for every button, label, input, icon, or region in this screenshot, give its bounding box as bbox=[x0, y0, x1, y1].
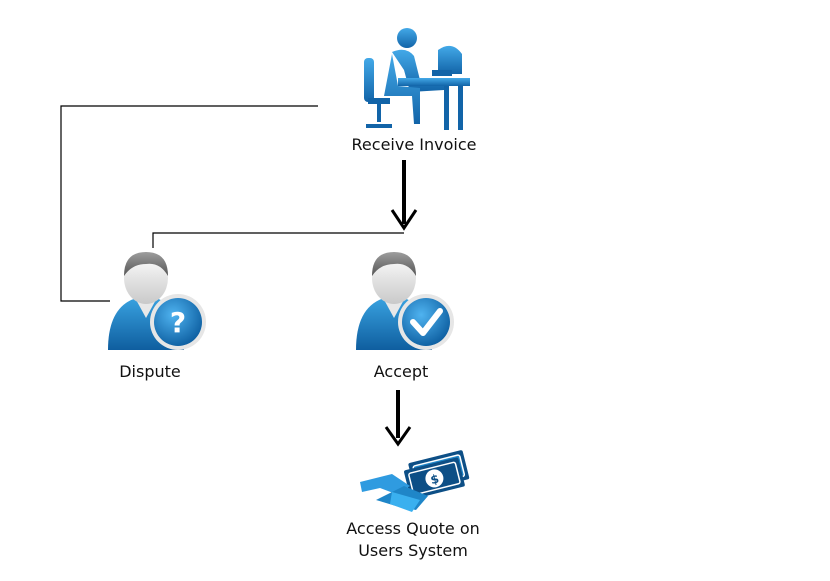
arrow-accept-to-access bbox=[384, 390, 412, 447]
person-at-computer-icon bbox=[364, 28, 470, 130]
receive-invoice-label: Receive Invoice bbox=[352, 135, 477, 154]
dispute-label: Dispute bbox=[119, 362, 181, 381]
connector-dispute-to-receive bbox=[60, 105, 318, 302]
handshake-money-icon: $ bbox=[360, 450, 470, 512]
access-quote-label-line2: Users System bbox=[358, 541, 468, 560]
connector-dispute-to-accept bbox=[152, 232, 404, 248]
user-question-icon: ? bbox=[108, 252, 206, 350]
svg-text:$: $ bbox=[429, 472, 440, 488]
access-quote-label-line1: Access Quote on bbox=[346, 519, 480, 538]
accept-label: Accept bbox=[374, 362, 429, 381]
svg-text:?: ? bbox=[170, 306, 186, 339]
user-checkmark-icon bbox=[356, 252, 454, 350]
arrow-receive-to-accept bbox=[390, 160, 418, 231]
